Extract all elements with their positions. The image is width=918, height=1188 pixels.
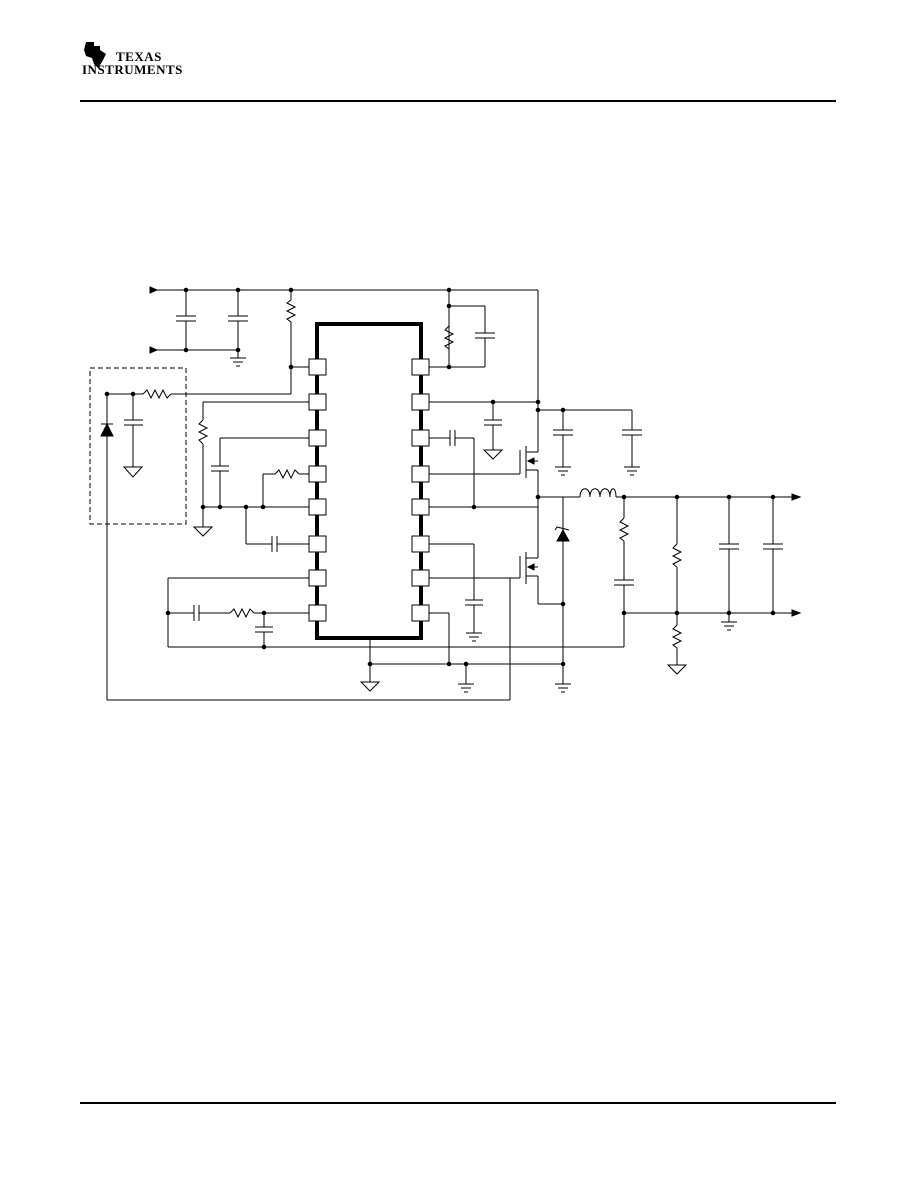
rail-junctions	[183, 287, 294, 353]
ic-pin-right-15	[411, 393, 430, 411]
optional-block	[89, 364, 520, 701]
logo-line-1: Texas	[116, 49, 162, 64]
controller-ic	[315, 322, 423, 640]
low-side-mosfet	[519, 507, 563, 605]
ic-pin-left-3	[308, 429, 327, 447]
ic-pin-left-8	[308, 604, 327, 622]
ic-pin-left-2	[308, 393, 327, 411]
pullup-resistor	[285, 290, 309, 368]
ti-logo: Texas Instruments	[82, 38, 202, 80]
ic-pin-left-1	[308, 358, 327, 376]
feedback-divider	[666, 494, 688, 675]
logo-wordmark: Texas Instruments	[82, 49, 183, 76]
input-capacitor-1	[176, 290, 196, 350]
right-network	[429, 287, 538, 693]
ic-pin-left-6	[308, 535, 327, 553]
ic-ground	[359, 638, 563, 692]
output-capacitors	[719, 494, 783, 631]
ic-pin-right-10	[411, 569, 430, 587]
input-rails	[149, 286, 538, 354]
input-capacitor-2	[228, 290, 248, 367]
ic-pin-right-9	[411, 604, 430, 622]
ic-pin-right-14	[411, 429, 430, 447]
header-rule	[80, 100, 836, 102]
ic-pin-right-13	[411, 465, 430, 483]
ic-pin-right-12	[411, 498, 430, 516]
left-network	[165, 401, 624, 650]
ic-pin-right-11	[411, 535, 430, 553]
vin-decoupling	[538, 407, 642, 476]
ic-pin-left-5	[308, 498, 327, 516]
snubber-network	[614, 497, 634, 647]
output-return-rail	[624, 609, 802, 617]
ic-pin-left-4	[308, 465, 327, 483]
high-side-mosfet	[519, 290, 541, 507]
logo-line-2: Instruments	[82, 62, 183, 77]
output-inductor	[579, 488, 802, 501]
ic-left-pins	[308, 358, 327, 622]
ic-pin-left-7	[308, 569, 327, 587]
footer-rule	[80, 1102, 836, 1104]
texas-state-icon	[84, 42, 106, 68]
switch-node	[535, 494, 580, 693]
ic-pin-right-16	[411, 358, 430, 376]
